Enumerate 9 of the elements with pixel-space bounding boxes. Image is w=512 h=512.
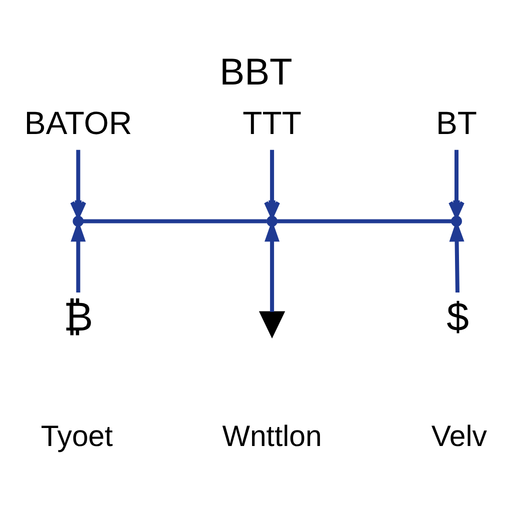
node-text: BATOR bbox=[24, 104, 132, 141]
node-text: TTT bbox=[242, 104, 302, 141]
node-label: Tyoet bbox=[40, 420, 113, 454]
node-label: Velv bbox=[431, 420, 487, 454]
node-text: BT bbox=[436, 104, 478, 141]
node-text: ₿ bbox=[63, 295, 94, 340]
node-label: Wnttlon bbox=[222, 420, 322, 454]
diagram-title: BBT bbox=[220, 50, 292, 93]
node-text: $ bbox=[446, 295, 469, 340]
